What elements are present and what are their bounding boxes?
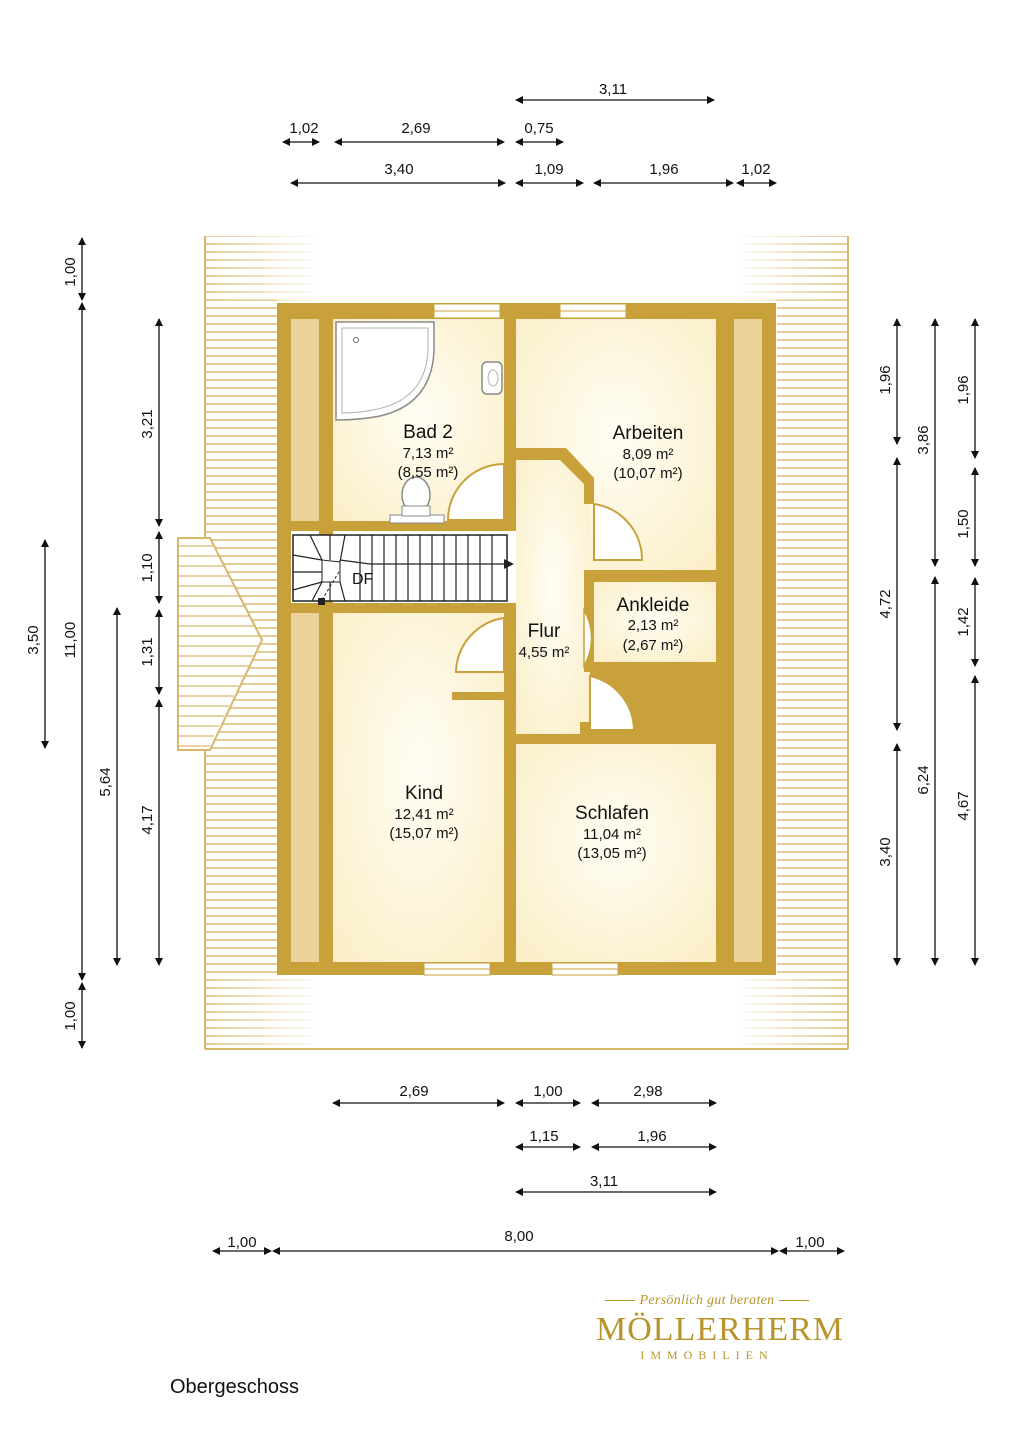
dim-label: 1,50 xyxy=(955,509,972,538)
dim-label: 1,96 xyxy=(649,161,678,178)
stair-label: DF xyxy=(352,571,374,588)
dimensions-bottom: 2,69 1,00 2,98 1,15 1,96 3,11 1,00 8,00 … xyxy=(212,1083,845,1255)
bathroom-fixtures xyxy=(335,321,503,524)
dim-label: 3,86 xyxy=(915,425,932,454)
dim-label: 8,00 xyxy=(504,1228,533,1245)
dim-label: 3,40 xyxy=(384,161,413,178)
dim-label: 6,24 xyxy=(915,765,932,794)
dim-label: 1,02 xyxy=(289,120,318,137)
logo-subtitle: IMMOBILIEN xyxy=(640,1348,774,1362)
staircase: DF xyxy=(292,534,514,605)
svg-text:(10,07 m²): (10,07 m²) xyxy=(613,465,682,482)
dim-label: 2,69 xyxy=(401,120,430,137)
corner-bathtub-icon xyxy=(335,321,435,421)
washbasin-icon xyxy=(481,361,503,395)
svg-text:(8,55 m²): (8,55 m²) xyxy=(398,464,459,481)
room-arbeiten: Arbeiten 8,09 m² (10,07 m²) xyxy=(613,423,684,482)
toilet-icon xyxy=(389,476,445,524)
svg-text:(15,07 m²): (15,07 m²) xyxy=(389,825,458,842)
dim-label: 4,17 xyxy=(139,805,156,834)
dim-label: 1,09 xyxy=(534,161,563,178)
dim-label: 3,40 xyxy=(877,837,894,866)
dim-label: 1,96 xyxy=(637,1128,666,1145)
svg-text:Schlafen: Schlafen xyxy=(575,803,649,824)
dim-label: 3,50 xyxy=(25,625,42,654)
dim-label: 2,69 xyxy=(399,1083,428,1100)
room-kind: Kind 12,41 m² (15,07 m²) xyxy=(389,783,458,842)
dim-label: 11,00 xyxy=(62,622,79,658)
svg-text:7,13 m²: 7,13 m² xyxy=(403,445,454,462)
svg-text:Ankleide: Ankleide xyxy=(617,595,690,616)
floor-label: Obergeschoss xyxy=(170,1376,299,1398)
room-labels: Bad 2 7,13 m² (8,55 m²) Arbeiten 8,09 m²… xyxy=(389,422,689,862)
dimensions-left: 3,50 1,00 11,00 1,00 5,64 3,21 1,10 1,31… xyxy=(25,237,163,1049)
dimensions-top: 3,11 1,02 2,69 0,75 3,40 1,09 1,96 1,02 xyxy=(282,81,777,187)
doors xyxy=(446,462,644,731)
svg-text:Bad 2: Bad 2 xyxy=(403,422,453,443)
svg-text:12,41 m²: 12,41 m² xyxy=(394,806,453,823)
logo-tagline: Persönlich gut beraten xyxy=(596,1293,818,1309)
dim-label: 1,00 xyxy=(227,1234,256,1251)
dim-label: 5,64 xyxy=(97,767,114,796)
svg-text:Flur: Flur xyxy=(528,621,561,642)
room-schlafen: Schlafen 11,04 m² (13,05 m²) xyxy=(575,803,649,862)
svg-text:2,13 m²: 2,13 m² xyxy=(628,617,679,634)
svg-text:(13,05 m²): (13,05 m²) xyxy=(577,845,646,862)
logo-brand: MÖLLERHERM xyxy=(596,1311,844,1348)
dim-label: 3,21 xyxy=(139,409,156,438)
dim-label: 1,31 xyxy=(139,637,156,666)
svg-text:(2,67 m²): (2,67 m²) xyxy=(623,637,684,654)
room-ankleide: Ankleide 2,13 m² (2,67 m²) xyxy=(617,595,690,654)
svg-text:4,55 m²: 4,55 m² xyxy=(519,644,570,661)
dim-label: 4,67 xyxy=(955,791,972,820)
dim-label: 1,96 xyxy=(955,375,972,404)
dim-label: 1,00 xyxy=(62,257,79,286)
dim-label: 1,96 xyxy=(877,365,894,394)
dim-label: 1,00 xyxy=(795,1234,824,1251)
dormer xyxy=(177,537,264,751)
dim-label: 1,00 xyxy=(62,1001,79,1030)
dim-label: 3,11 xyxy=(590,1173,618,1190)
svg-text:11,04 m²: 11,04 m² xyxy=(583,826,641,843)
company-logo: Persönlich gut beraten MÖLLERHERM IMMOBI… xyxy=(596,1293,844,1373)
room-bad-2: Bad 2 7,13 m² (8,55 m²) xyxy=(398,422,459,481)
dim-label: 4,72 xyxy=(877,589,894,618)
dim-label: 1,00 xyxy=(533,1083,562,1100)
svg-text:Kind: Kind xyxy=(405,783,443,804)
dim-label: 2,98 xyxy=(633,1083,662,1100)
dim-label: 1,10 xyxy=(139,553,156,582)
dim-label: 0,75 xyxy=(524,120,553,137)
dim-label: 1,42 xyxy=(955,607,972,636)
dim-label: 1,15 xyxy=(529,1128,558,1145)
svg-text:Arbeiten: Arbeiten xyxy=(613,423,684,444)
dim-label: 1,02 xyxy=(741,161,770,178)
svg-text:8,09 m²: 8,09 m² xyxy=(623,446,674,463)
room-flur: Flur 4,55 m² xyxy=(519,621,570,661)
dimensions-right: 1,96 4,72 3,40 3,86 6,24 1,96 1,50 1,42 … xyxy=(877,318,979,966)
dim-label: 3,11 xyxy=(599,81,627,98)
